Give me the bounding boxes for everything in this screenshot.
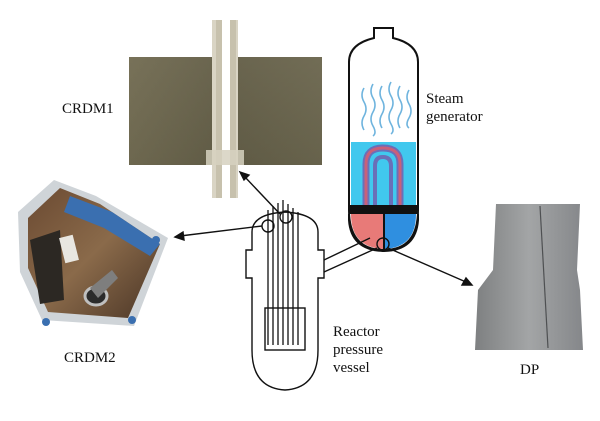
label-crdm2: CRDM2 [64, 350, 116, 366]
sg-u-tube-inner [364, 146, 402, 207]
label-reactor-line1: Reactor [333, 324, 380, 340]
sg-hot-leg [351, 214, 383, 249]
dp-location-circle [376, 237, 390, 251]
arrow-to-crdm2 [179, 225, 263, 237]
reactor-pressure-vessel-schematic [245, 200, 390, 391]
arrow-to-dp [387, 247, 467, 283]
steam-generator-schematic [348, 27, 419, 253]
label-reactor-line2: pressure [333, 342, 383, 358]
crdm2-photo [18, 180, 168, 326]
arrow-to-crdm1 [243, 175, 281, 215]
arrows [173, 170, 474, 286]
sg-water [351, 142, 416, 207]
crdm1-location-circle [279, 210, 293, 224]
label-crdm1: CRDM1 [62, 101, 114, 117]
sg-tube-sheet [349, 205, 418, 214]
label-steam-generator-line2: generator [426, 109, 483, 125]
label-dp: DP [520, 362, 539, 378]
steam-wisps [361, 81, 412, 137]
label-reactor-line3: vessel [333, 360, 370, 376]
dp-photo [475, 204, 583, 350]
crdm1-photo [129, 20, 322, 198]
sg-cold-leg [385, 214, 416, 249]
label-steam-generator-line1: Steam [426, 91, 464, 107]
